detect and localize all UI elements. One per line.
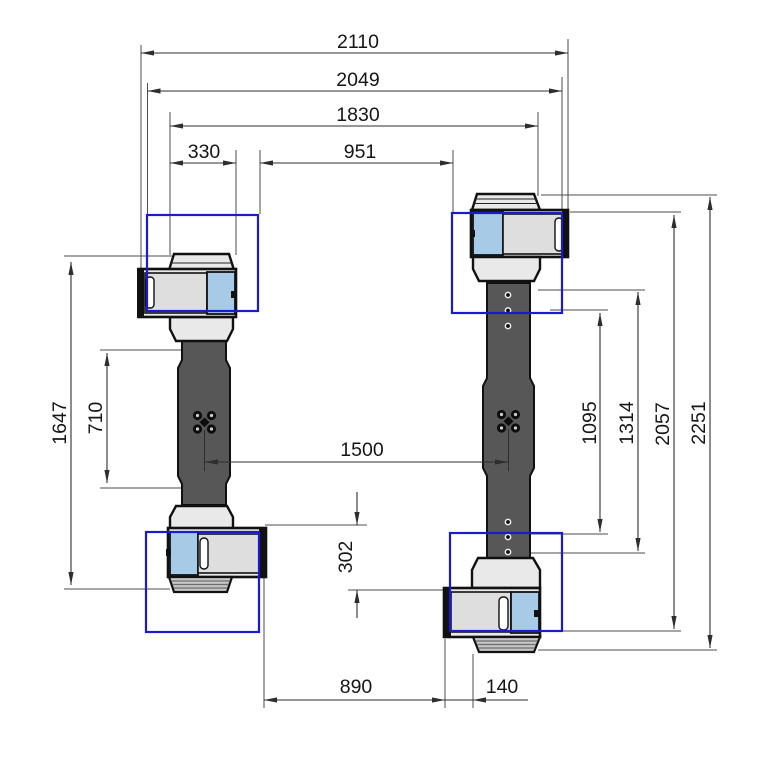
upper-block-left bbox=[168, 315, 235, 343]
dim-label-2057: 2057 bbox=[652, 402, 674, 445]
assembly-right[interactable] bbox=[442, 192, 570, 654]
bolt-cluster-right bbox=[496, 409, 521, 433]
extension-lines bbox=[64, 39, 717, 708]
bottom-pad-blue-left bbox=[169, 531, 199, 576]
top-plate-right bbox=[502, 213, 564, 255]
selection-box-top-right[interactable] bbox=[450, 211, 564, 315]
selection-box-bottom-left[interactable] bbox=[144, 530, 261, 634]
dim-label-1500: 1500 bbox=[340, 439, 384, 461]
top-plate-left bbox=[144, 272, 208, 314]
bottom-box-wall-right bbox=[444, 589, 451, 636]
dim-label-710: 710 bbox=[85, 402, 107, 435]
bottom-slot-left bbox=[199, 537, 209, 570]
tab-icon bbox=[534, 610, 539, 617]
dimension-lines bbox=[68, 50, 713, 703]
selection-box-bottom-right[interactable] bbox=[448, 531, 564, 633]
tab-icon bbox=[166, 549, 171, 556]
hole-row-top bbox=[504, 291, 512, 330]
bottom-slot-right bbox=[498, 596, 509, 631]
tab-icon bbox=[231, 291, 236, 298]
bolt-cluster-left bbox=[192, 410, 217, 434]
dim-label-2110: 2110 bbox=[337, 31, 379, 53]
assembly-left[interactable] bbox=[137, 252, 268, 594]
top-pad-blue-left bbox=[206, 271, 236, 315]
top-box-wall-left bbox=[137, 268, 144, 318]
lower-block-right bbox=[470, 556, 542, 590]
top-cap-left bbox=[167, 252, 236, 272]
dim-label-1830: 1830 bbox=[336, 104, 380, 126]
tab-icon bbox=[470, 230, 475, 237]
hole-row-bottom bbox=[504, 518, 512, 556]
selection-boxes bbox=[144, 211, 564, 634]
dim-label-1314: 1314 bbox=[616, 401, 638, 445]
dimension-labels: 2110 2049 1830 330 951 1500 890 140 1647… bbox=[49, 31, 710, 698]
selection-box-top-left[interactable] bbox=[145, 213, 260, 313]
lower-block-left bbox=[168, 504, 235, 531]
dim-label-890: 890 bbox=[340, 676, 373, 698]
top-pad-blue-right bbox=[472, 211, 504, 256]
top-box-wall-right bbox=[562, 210, 569, 258]
dim-label-330: 330 bbox=[188, 141, 221, 163]
dim-label-140: 140 bbox=[486, 676, 519, 698]
bottom-box-wall-left bbox=[259, 529, 267, 577]
dim-label-2049: 2049 bbox=[336, 69, 379, 91]
upper-block-right bbox=[471, 255, 542, 283]
dim-label-2251: 2251 bbox=[688, 401, 710, 444]
top-cap-right bbox=[470, 192, 542, 212]
dim-label-1095: 1095 bbox=[579, 401, 601, 445]
dim-label-1647: 1647 bbox=[49, 401, 71, 444]
dim-label-951: 951 bbox=[344, 141, 377, 163]
dim-label-302: 302 bbox=[335, 541, 357, 574]
